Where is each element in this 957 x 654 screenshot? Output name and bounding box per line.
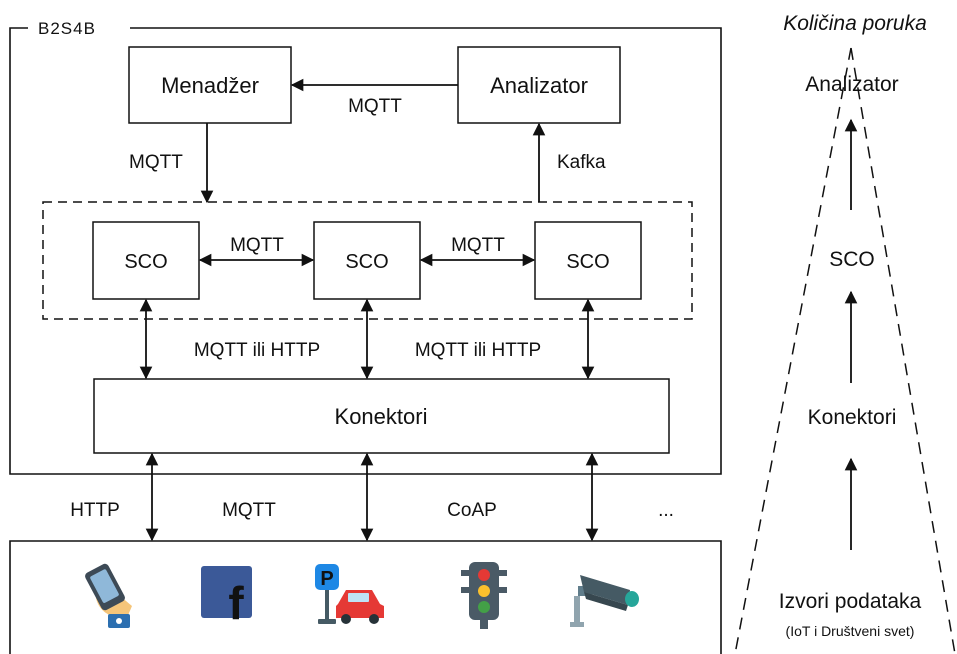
facebook-icon: f xyxy=(201,566,252,629)
sco-group xyxy=(42,201,693,320)
security-camera-icon xyxy=(570,575,639,627)
sco2-sco3-label: MQTT xyxy=(451,235,505,256)
analyzer-manager-label: MQTT xyxy=(348,96,402,117)
manager-label: Menadžer xyxy=(161,73,259,98)
sco-label-2: SCO xyxy=(345,251,388,273)
sco1-sco2-label: MQTT xyxy=(230,235,284,256)
sco-connectors-label-left: MQTT ili HTTP xyxy=(194,340,320,361)
side-level-analyzer: Analizator xyxy=(805,73,898,96)
b2s4b-title: B2S4B xyxy=(38,19,96,38)
sco-analyzer-label: Kafka xyxy=(557,152,606,173)
traffic-light-icon xyxy=(461,562,507,629)
protocol-label-4: ... xyxy=(658,500,674,521)
connectors-box xyxy=(93,378,670,454)
parking-car-icon: P xyxy=(315,564,384,624)
side-left-dashed-edge xyxy=(734,47,852,654)
svg-text:f: f xyxy=(228,577,244,629)
side-sources-note: (IoT i Društveni svet) xyxy=(786,623,915,639)
protocol-label-1: HTTP xyxy=(70,500,120,521)
analyzer-label: Analizator xyxy=(490,73,588,98)
sources-box xyxy=(9,540,722,654)
svg-text:P: P xyxy=(320,568,333,590)
side-level-sources: Izvori podataka xyxy=(779,590,922,613)
side-right-dashed-edge xyxy=(850,47,956,654)
side-level-sco: SCO xyxy=(829,248,875,271)
sco-label-1: SCO xyxy=(124,251,167,273)
protocol-label-2: MQTT xyxy=(222,500,276,521)
manager-sco-label: MQTT xyxy=(129,152,183,173)
side-title: Količina poruka xyxy=(783,12,927,35)
sco-connectors-label-right: MQTT ili HTTP xyxy=(415,340,541,361)
sco-label-3: SCO xyxy=(566,251,609,273)
protocol-label-3: CoAP xyxy=(447,500,497,521)
side-level-connectors: Konektori xyxy=(808,406,897,429)
phone-hand-icon xyxy=(85,563,132,628)
connectors-label: Konektori xyxy=(335,404,428,429)
analyzer-box xyxy=(457,46,621,124)
